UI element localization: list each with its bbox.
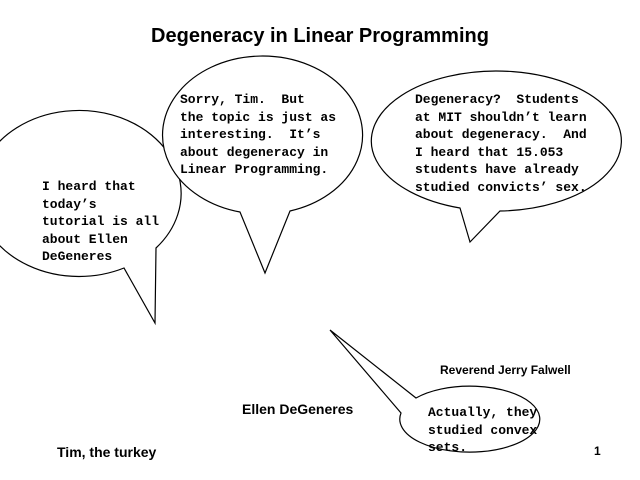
- bubble-text-ellen: Sorry, Tim. But the topic is just as int…: [180, 92, 337, 177]
- character-label-falwell: Reverend Jerry Falwell: [440, 363, 571, 377]
- speech-bubble-tim: [0, 109, 182, 326]
- bubble-text-falwell: Degeneracy? Students at MIT shouldn’t le…: [415, 92, 587, 195]
- speech-bubble-convex: [329, 329, 541, 453]
- slide-title: Degeneracy in Linear Programming: [151, 25, 489, 47]
- speech-bubble-ellen: [161, 55, 364, 275]
- character-label-tim: Tim, the turkey: [57, 444, 157, 460]
- page-number: 1: [594, 444, 601, 458]
- character-label-ellen: Ellen DeGeneres: [242, 401, 354, 417]
- speech-bubble-falwell: [370, 70, 622, 244]
- bubble-text-tim: I heard that today’s tutorial is all abo…: [42, 179, 160, 264]
- bubble-text-convex: Actually, they studied convex sets.: [428, 405, 538, 455]
